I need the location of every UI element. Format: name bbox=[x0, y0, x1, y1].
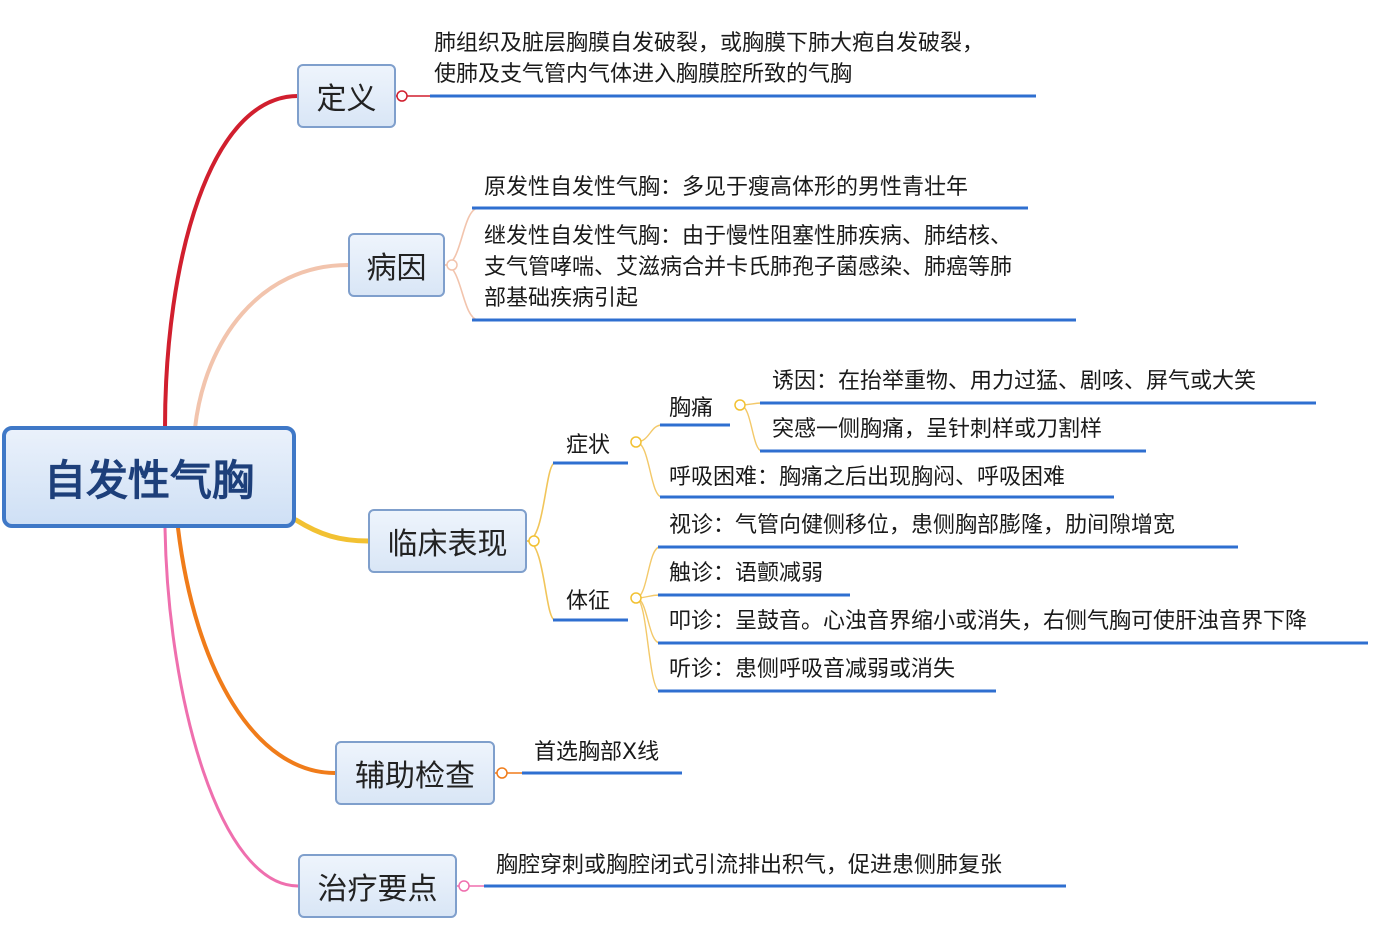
chest-pain-label[interactable]: 胸痛 bbox=[669, 396, 714, 421]
clinical-collapse-toggle[interactable] bbox=[528, 535, 540, 547]
cause-collapse-toggle[interactable] bbox=[446, 259, 458, 271]
chest-pain-feature-text: 突感一侧胸痛，呈针刺样或刀割样 bbox=[772, 417, 1103, 442]
chest-pain-collapse-toggle[interactable] bbox=[734, 399, 746, 411]
symptoms-collapse-toggle[interactable] bbox=[630, 436, 642, 448]
cause-node[interactable]: 病因 bbox=[348, 233, 445, 297]
definition-line-1: 肺组织及脏层胸膜自发破裂，或胸膜下肺大疱自发破裂， bbox=[434, 31, 985, 56]
signs-label[interactable]: 体征 bbox=[566, 589, 611, 614]
definition-line-2: 使肺及支气管内气体进入胸膜腔所致的气胸 bbox=[434, 62, 853, 87]
sign-inspection-text: 视诊：气管向健侧移位，患侧胸部膨隆，肋间隙增宽 bbox=[669, 513, 1176, 538]
sign-percussion-text: 叩诊：呈鼓音。心浊音界缩小或消失，右侧气胸可使肝浊音界下降 bbox=[669, 609, 1308, 634]
branch-clinical bbox=[293, 517, 371, 544]
branch-cause bbox=[193, 263, 350, 430]
symptoms-label[interactable]: 症状 bbox=[566, 433, 611, 458]
branch-definition bbox=[163, 94, 300, 430]
treatment-text: 胸腔穿刺或胸腔闭式引流排出积气，促进患侧肺复张 bbox=[496, 853, 1003, 878]
treatment-node[interactable]: 治疗要点 bbox=[298, 854, 457, 918]
sign-auscultation-text: 听诊：患侧呼吸音减弱或消失 bbox=[669, 657, 956, 682]
exam-text: 首选胸部X线 bbox=[534, 740, 660, 765]
sign-palpation-text: 触诊：语颤减弱 bbox=[669, 561, 824, 586]
chest-pain-cause-text: 诱因：在抬举重物、用力过猛、剧咳、屏气或大笑 bbox=[772, 369, 1257, 394]
cause-secondary-text: 继发性自发性气胸：由于慢性阻塞性肺疾病、肺结核、 支气管哮喘、艾滋病合并卡氏肺孢… bbox=[484, 221, 1012, 314]
cause-secondary-line-2: 支气管哮喘、艾滋病合并卡氏肺孢子菌感染、肺癌等肺 bbox=[484, 255, 1013, 280]
definition-collapse-toggle[interactable] bbox=[396, 90, 408, 102]
clinical-node[interactable]: 临床表现 bbox=[368, 509, 527, 573]
root-node[interactable]: 自发性气胸 bbox=[2, 426, 296, 528]
branch-exam bbox=[176, 526, 337, 775]
exam-collapse-toggle[interactable] bbox=[496, 767, 508, 779]
cause-secondary-line-3: 部基础疾病引起 bbox=[484, 286, 639, 311]
exam-node[interactable]: 辅助检查 bbox=[335, 741, 495, 805]
definition-text: 肺组织及脏层胸膜自发破裂，或胸膜下肺大疱自发破裂， 使肺及支气管内气体进入胸膜腔… bbox=[434, 28, 984, 90]
cause-primary-text: 原发性自发性气胸：多见于瘦高体形的男性青壮年 bbox=[484, 175, 969, 200]
branch-treatment bbox=[163, 526, 300, 888]
cause-secondary-line-1: 继发性自发性气胸：由于慢性阻塞性肺疾病、肺结核、 bbox=[484, 224, 1013, 249]
dyspnea-text: 呼吸困难：胸痛之后出现胸闷、呼吸困难 bbox=[669, 465, 1066, 490]
signs-collapse-toggle[interactable] bbox=[630, 592, 642, 604]
treatment-collapse-toggle[interactable] bbox=[458, 880, 470, 892]
definition-node[interactable]: 定义 bbox=[297, 64, 396, 128]
